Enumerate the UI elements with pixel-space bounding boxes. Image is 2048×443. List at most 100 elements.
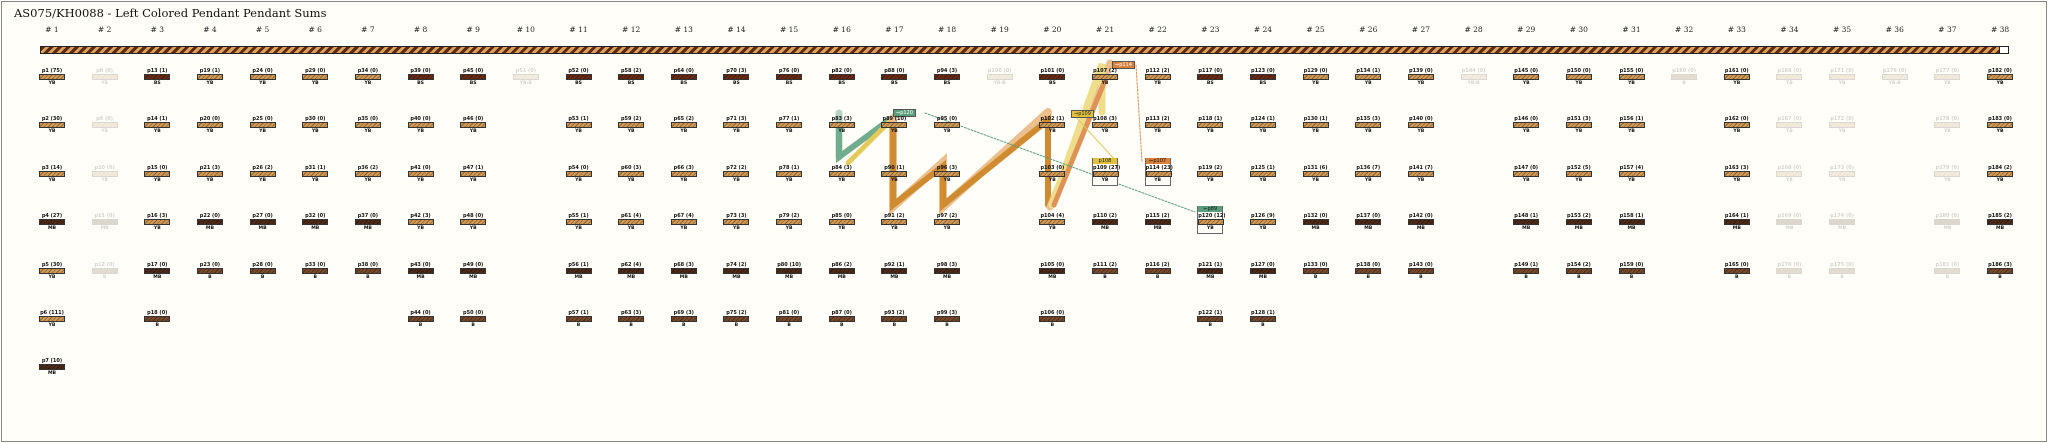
pendant-cord[interactable]: p152 (5)YB — [1559, 165, 1599, 184]
pendant-cord[interactable]: p182 (0)YB — [1980, 68, 2020, 87]
pendant-cord[interactable]: p157 (4)YB — [1612, 165, 1652, 184]
pendant-cord[interactable]: p123 (0)BS — [1243, 68, 1283, 87]
pendant-cord[interactable]: p38 (0)B — [348, 262, 388, 281]
pendant-cord[interactable]: p48 (0)YB — [453, 213, 493, 232]
pendant-cord[interactable]: p69 (3)B — [664, 310, 704, 329]
pendant-cord[interactable]: p117 (0)BS — [1190, 68, 1230, 87]
pendant-cord[interactable]: p174 (0)MB — [1822, 213, 1862, 232]
pendant-cord[interactable]: p131 (6)YB — [1296, 165, 1336, 184]
pendant-cord[interactable]: p20 (0)YB — [190, 116, 230, 135]
pendant-cord[interactable]: p113 (2)YB — [1138, 116, 1178, 135]
pendant-cord[interactable]: p146 (0)YB — [1506, 116, 1546, 135]
pendant-cord[interactable]: p81 (0)B — [769, 310, 809, 329]
pendant-cord[interactable]: p166 (0)YB — [1769, 68, 1809, 87]
pendant-cord[interactable]: p40 (0)YB — [401, 116, 441, 135]
pendant-cord[interactable]: p145 (0)YB — [1506, 68, 1546, 87]
pendant-cord[interactable]: p167 (0)YB — [1769, 116, 1809, 135]
pendant-cord[interactable]: p76 (0)BS — [769, 68, 809, 87]
pendant-cord[interactable]: p156 (1)YB — [1612, 116, 1652, 135]
pendant-cord[interactable]: p77 (1)YB — [769, 116, 809, 135]
pendant-cord[interactable]: p43 (0)MB — [401, 262, 441, 281]
pendant-cord[interactable]: p37 (0)MB — [348, 213, 388, 232]
pendant-cord[interactable]: p181 (0)B — [1927, 262, 1967, 281]
pendant-cord[interactable]: p143 (0)B — [1401, 262, 1441, 281]
pendant-cord[interactable]: p8 (0)YB — [85, 68, 125, 87]
pendant-cord[interactable]: p21 (3)YB — [190, 165, 230, 184]
pendant-cord[interactable]: p22 (0)MB — [190, 213, 230, 232]
pendant-cord[interactable]: p108 (3)YB — [1085, 116, 1125, 135]
pendant-cord[interactable]: p106 (0)B — [1032, 310, 1072, 329]
pendant-cord[interactable]: p135 (3)YB — [1348, 116, 1388, 135]
pendant-cord[interactable]: p89 (10)YB — [874, 116, 914, 135]
pendant-cord[interactable]: p162 (0)YB — [1717, 116, 1757, 135]
pendant-cord[interactable]: p75 (2)B — [716, 310, 756, 329]
pendant-cord[interactable]: p17 (0)MB — [137, 262, 177, 281]
pendant-cord[interactable]: p7 (10)MB — [32, 358, 72, 377]
pendant-cord[interactable]: p163 (3)YB — [1717, 165, 1757, 184]
pendant-cord[interactable]: p172 (0)YB — [1822, 116, 1862, 135]
pendant-cord[interactable]: p180 (0)MB — [1927, 213, 1967, 232]
pendant-cord[interactable]: p105 (0)MB — [1032, 262, 1072, 281]
pendant-cord[interactable]: p39 (0)BS — [401, 68, 441, 87]
pendant-cord[interactable]: p99 (3)B — [927, 310, 967, 329]
pendant-cord[interactable]: p170 (0)B — [1769, 262, 1809, 281]
pendant-cord[interactable]: p160 (0)B — [1664, 68, 1704, 87]
pendant-cord[interactable]: p29 (0)YB — [295, 68, 335, 87]
pendant-cord[interactable]: p164 (1)MB — [1717, 213, 1757, 232]
pendant-cord[interactable]: p60 (3)YB — [611, 165, 651, 184]
pendant-cord[interactable]: p65 (2)YB — [664, 116, 704, 135]
pendant-cord[interactable]: p11 (0)MB — [85, 213, 125, 232]
pendant-cord[interactable]: p130 (1)YB — [1296, 116, 1336, 135]
pendant-cord[interactable]: p51 (0)YB:B — [506, 68, 546, 87]
pendant-cord[interactable]: p82 (0)BS — [822, 68, 862, 87]
pendant-cord[interactable]: p155 (0)YB — [1612, 68, 1652, 87]
pendant-cord[interactable]: p144 (0)YB:B — [1454, 68, 1494, 87]
pendant-cord[interactable]: p44 (0)B — [401, 310, 441, 329]
pendant-cord[interactable]: p126 (9)YB — [1243, 213, 1283, 232]
pendant-cord[interactable]: p61 (4)YB — [611, 213, 651, 232]
pendant-cord[interactable]: p112 (2)YB — [1138, 68, 1178, 87]
pendant-cord[interactable]: p88 (0)BS — [874, 68, 914, 87]
pendant-cord[interactable]: p148 (1)MB — [1506, 213, 1546, 232]
pendant-cord[interactable]: p62 (4)MB — [611, 262, 651, 281]
pendant-cord[interactable]: p119 (2)YB — [1190, 165, 1230, 184]
pendant-cord[interactable]: p55 (1)YB — [559, 213, 599, 232]
pendant-cord[interactable]: p4 (27)MB — [32, 213, 72, 232]
pendant-cord[interactable]: p141 (7)YB — [1401, 165, 1441, 184]
pendant-cord[interactable]: p140 (0)YB — [1401, 116, 1441, 135]
pendant-cord[interactable]: p33 (0)B — [295, 262, 335, 281]
pendant-cord[interactable]: p84 (3)YB — [822, 165, 862, 184]
pendant-cord[interactable]: p86 (2)MB — [822, 262, 862, 281]
pendant-cord[interactable]: p116 (2)B — [1138, 262, 1178, 281]
pendant-cord[interactable]: p184 (2)YB — [1980, 165, 2020, 184]
pendant-cord[interactable]: p54 (0)YB — [559, 165, 599, 184]
pendant-cord[interactable]: p26 (2)YB — [243, 165, 283, 184]
pendant-cord[interactable]: p46 (0)YB — [453, 116, 493, 135]
pendant-cord[interactable]: p42 (3)YB — [401, 213, 441, 232]
pendant-cord[interactable]: p80 (10)MB — [769, 262, 809, 281]
pendant-cord[interactable]: p71 (3)YB — [716, 116, 756, 135]
pendant-cord[interactable]: p58 (2)BS — [611, 68, 651, 87]
pendant-cord[interactable]: p35 (0)YB — [348, 116, 388, 135]
pendant-cord[interactable]: p57 (1)B — [559, 310, 599, 329]
pendant-cord[interactable]: p139 (0)YB — [1401, 68, 1441, 87]
pendant-cord[interactable]: p66 (3)YB — [664, 165, 704, 184]
pendant-cord[interactable]: p165 (0)B — [1717, 262, 1757, 281]
pendant-cord[interactable]: p18 (0)B — [137, 310, 177, 329]
pendant-cord[interactable]: p137 (0)MB — [1348, 213, 1388, 232]
pendant-cord[interactable]: p63 (3)B — [611, 310, 651, 329]
pendant-cord[interactable]: p10 (0)YB — [85, 165, 125, 184]
pendant-cord[interactable]: p118 (1)YB — [1190, 116, 1230, 135]
pendant-cord[interactable]: p92 (1)MB — [874, 262, 914, 281]
pendant-cord[interactable]: p13 (1)BS — [137, 68, 177, 87]
pendant-cord[interactable]: p59 (2)YB — [611, 116, 651, 135]
pendant-cord[interactable]: p127 (0)MB — [1243, 262, 1283, 281]
pendant-cord[interactable]: p74 (2)MB — [716, 262, 756, 281]
pendant-cord[interactable]: p122 (1)B — [1190, 310, 1230, 329]
pendant-cord[interactable]: p49 (0)MB — [453, 262, 493, 281]
pendant-cord[interactable]: p102 (1)YB — [1032, 116, 1072, 135]
pendant-cord[interactable]: p115 (2)MB — [1138, 213, 1178, 232]
pendant-cord[interactable]: p129 (0)YB — [1296, 68, 1336, 87]
pendant-cord[interactable]: p64 (0)BS — [664, 68, 704, 87]
pendant-cord[interactable]: p12 (0)B — [85, 262, 125, 281]
